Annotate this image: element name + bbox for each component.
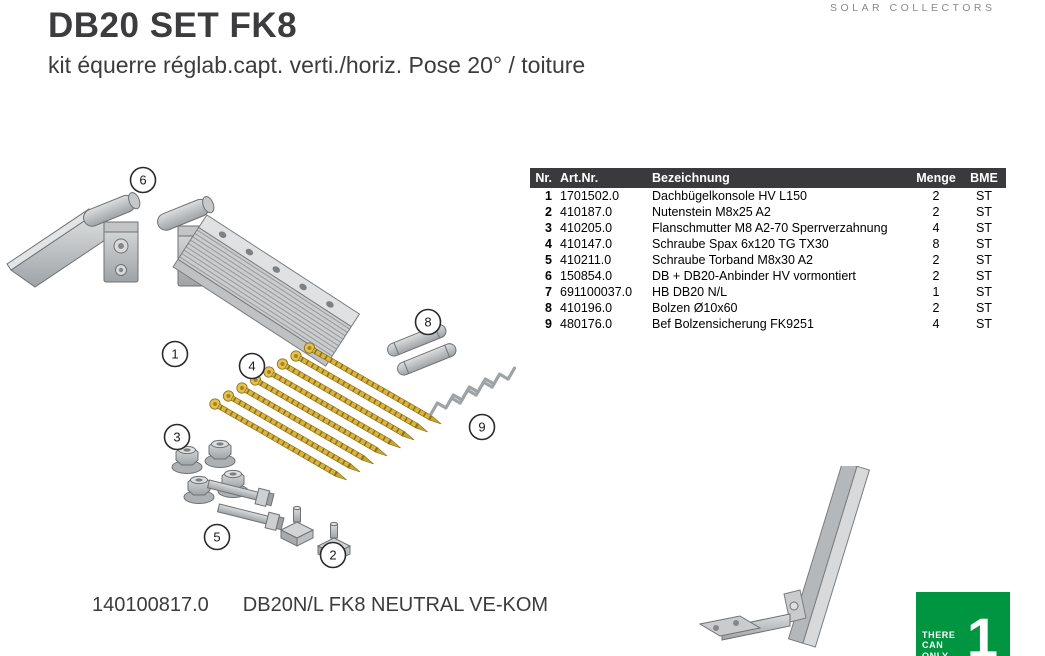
table-row: 5 410211.0 Schraube Torband M8x30 A2 2 ST (530, 252, 1006, 268)
svg-text:4: 4 (248, 359, 255, 374)
callout-2: 2 (319, 541, 347, 569)
footer-article-number: 140100817.0 (92, 594, 209, 616)
cell-bme: ST (976, 253, 992, 267)
callout-6: 6 (129, 166, 157, 194)
page-subtitle: kit équerre réglab.capt. verti./horiz. P… (48, 52, 586, 78)
cell-bme: ST (976, 317, 992, 331)
table-row: 3 410205.0 Flanschmutter M8 A2-70 Sperrver… (530, 220, 1006, 236)
callout-5: 5 (203, 523, 231, 551)
cell-art: 410211.0 (560, 253, 612, 267)
rail-assembly-illustration (698, 466, 871, 648)
cell-menge: 2 (932, 189, 940, 203)
cell-menge: 2 (932, 253, 940, 267)
table-row: 8 410196.0 Bolzen Ø10x60 2 ST (530, 300, 1006, 316)
cell-art: 410205.0 (560, 221, 613, 235)
cell-art: 1701502.0 (560, 189, 620, 203)
cell-menge: 4 (932, 221, 940, 235)
logo-words: THERE CAN ONLY (916, 630, 956, 656)
cell-name: Nutenstein M8x25 A2 (652, 205, 771, 219)
logo-numeral-1: 1 (966, 605, 998, 656)
col-header-bme: BME (962, 168, 1006, 188)
table-row: 7 691100037.0 HB DB20 N/L 1 ST (530, 284, 1006, 300)
cell-bme: ST (976, 205, 992, 219)
brand-tagline: SOLAR COLLECTORS (830, 2, 996, 14)
clips-illustration (426, 366, 520, 416)
cell-nr: 6 (545, 269, 552, 283)
svg-text:2: 2 (329, 548, 336, 563)
callout-1: 1 (161, 340, 189, 368)
table-header-row: Nr. Art.Nr. Bezeichnung Menge BME (530, 168, 1006, 188)
cell-name: Bef Bolzensicherung FK9251 (652, 317, 814, 331)
parts-table: Nr. Art.Nr. Bezeichnung Menge BME 1 17015… (530, 168, 1006, 332)
col-header-art: Art.Nr. (556, 168, 648, 188)
table-row: 9 480176.0 Bef Bolzensicherung FK9251 4 ST (530, 316, 1006, 332)
cell-nr: 3 (545, 221, 552, 235)
cell-art: 410196.0 (560, 301, 613, 315)
logo-word-1: THERE (922, 629, 956, 640)
svg-text:9: 9 (478, 420, 485, 435)
col-header-menge: Menge (910, 168, 962, 188)
cell-menge: 2 (932, 205, 940, 219)
cell-art: 410187.0 (560, 205, 613, 219)
svg-text:5: 5 (213, 530, 220, 545)
callout-8: 8 (414, 308, 442, 336)
roof-hooks-illustration (6, 190, 217, 288)
cell-art: 150854.0 (560, 269, 613, 283)
hex-bolts-illustration (206, 475, 285, 533)
cell-name: Schraube Spax 6x120 TG TX30 (652, 237, 829, 251)
svg-text:3: 3 (173, 430, 180, 445)
cell-art: 480176.0 (560, 317, 613, 331)
cell-bme: ST (976, 285, 992, 299)
cell-nr: 4 (545, 237, 552, 251)
callout-3: 3 (163, 423, 191, 451)
table-row: 1 1701502.0 Dachbügelkonsole HV L150 2 ST (530, 188, 1006, 204)
logo-word-2: CAN (922, 640, 944, 651)
cell-menge: 1 (932, 285, 940, 299)
cell-menge: 2 (932, 301, 940, 315)
cell-name: HB DB20 N/L (652, 285, 728, 299)
cell-bme: ST (976, 269, 992, 283)
col-header-name: Bezeichnung (648, 168, 910, 188)
brand-logo: THERE CAN ONLY 1 (916, 592, 1010, 656)
svg-text:8: 8 (424, 315, 431, 330)
cell-menge: 2 (932, 269, 940, 283)
cell-name: DB + DB20-Anbinder HV vormontiert (652, 269, 856, 283)
cell-menge: 8 (932, 237, 940, 251)
cell-nr: 9 (545, 317, 552, 331)
svg-text:6: 6 (139, 173, 146, 188)
footer-article-name: DB20N/L FK8 NEUTRAL VE-KOM (242, 594, 549, 616)
svg-text:1: 1 (171, 347, 178, 362)
cell-bme: ST (976, 189, 992, 203)
table-row: 6 150854.0 DB + DB20-Anbinder HV vormontie… (530, 268, 1006, 284)
callout-4: 4 (238, 352, 266, 380)
parts-illustration: 6 1 4 8 9 3 5 2 (6, 166, 520, 569)
logo-word-3: ONLY (922, 650, 949, 656)
cell-nr: 8 (545, 301, 552, 315)
footer-article-line: 140100817.0 DB20N/L FK8 NEUTRAL VE-KOM (92, 594, 548, 617)
table-row: 4 410147.0 Schraube Spax 6x120 TG TX30 8 ST (530, 236, 1006, 252)
cell-menge: 4 (932, 317, 940, 331)
cell-bme: ST (976, 221, 992, 235)
cell-bme: ST (976, 237, 992, 251)
col-header-nr: Nr. (530, 168, 556, 188)
table-row: 2 410187.0 Nutenstein M8x25 A2 2 ST (530, 204, 1006, 220)
cell-nr: 5 (545, 253, 552, 267)
cell-name: Flanschmutter M8 A2-70 Sperrverzahnung (652, 221, 888, 235)
cell-name: Schraube Torband M8x30 A2 (652, 253, 813, 267)
cell-art: 410147.0 (560, 237, 613, 251)
cell-name: Bolzen Ø10x60 (652, 301, 738, 315)
cell-name: Dachbügelkonsole HV L150 (652, 189, 807, 203)
callout-9: 9 (468, 413, 496, 441)
cell-bme: ST (976, 301, 992, 315)
mounting-rail-illustration (172, 214, 361, 367)
cell-art: 691100037.0 (560, 285, 633, 299)
cell-nr: 7 (545, 285, 552, 299)
cell-nr: 1 (545, 189, 552, 203)
cell-nr: 2 (545, 205, 552, 219)
page-title: DB20 SET FK8 (48, 6, 298, 45)
